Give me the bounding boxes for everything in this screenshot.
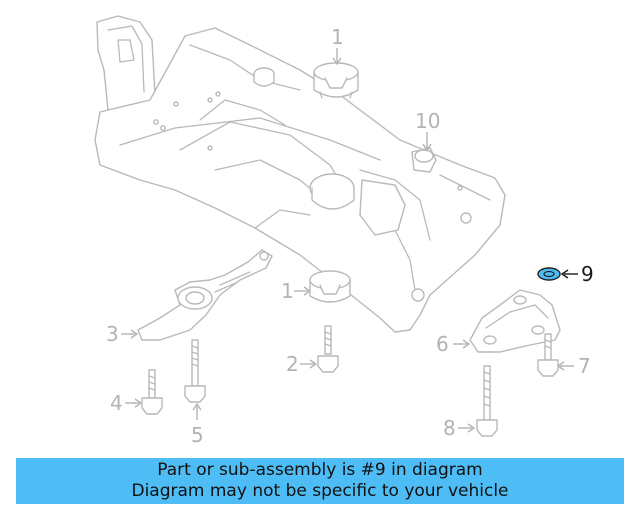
callout-8: 8: [443, 416, 456, 440]
callout-1-upper: 1: [331, 25, 344, 49]
part-6-bracket: [469, 289, 561, 353]
callout-2: 2: [286, 352, 299, 376]
part-1-upper-bushing: [313, 62, 359, 99]
part-4-bolt: [141, 369, 163, 415]
callout-9: 9: [581, 262, 594, 286]
part-8-bolt: [476, 365, 498, 437]
part-9-washer: [537, 267, 561, 281]
callout-6: 6: [436, 332, 449, 356]
callout-5: 5: [191, 423, 204, 447]
info-banner: Part or sub-assembly is #9 in diagram Di…: [16, 458, 624, 504]
banner-line-disclaimer: Diagram may not be specific to your vehi…: [131, 481, 509, 501]
callout-10: 10: [415, 109, 440, 133]
part-1-lower-bushing: [309, 270, 351, 303]
callout-4: 4: [110, 391, 123, 415]
callout-3: 3: [106, 322, 119, 346]
callout-labels: 1 10 9 1 3 2 4 5 6 7 8: [106, 25, 594, 447]
part-3-torque-rod: [137, 249, 273, 341]
part-7-bolt: [537, 333, 559, 377]
part-5-bolt: [184, 339, 206, 403]
subframe: [94, 15, 506, 333]
banner-line-part: Part or sub-assembly is #9 in diagram: [157, 460, 483, 480]
leader-lines: [121, 48, 578, 433]
part-2-bolt: [317, 325, 339, 373]
callout-7: 7: [578, 354, 591, 378]
callout-1-lower: 1: [281, 279, 294, 303]
